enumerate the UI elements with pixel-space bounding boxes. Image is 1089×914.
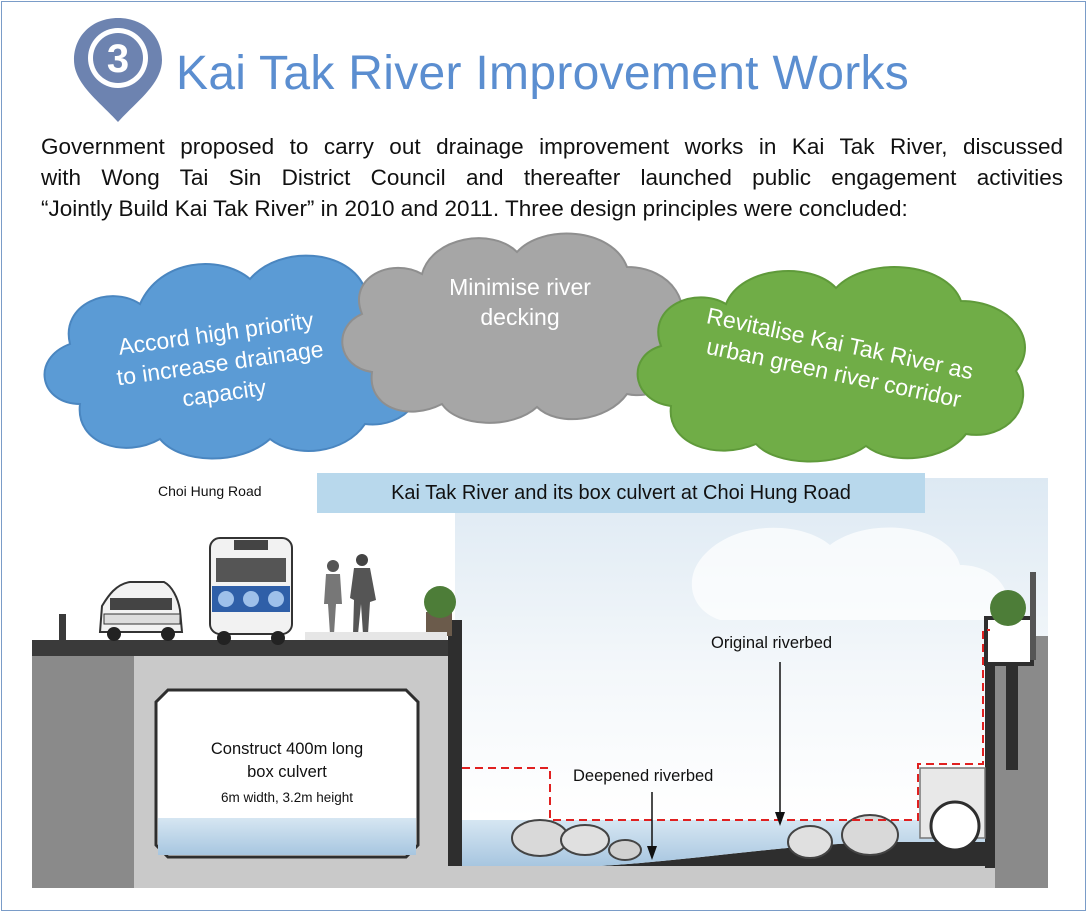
location-pin-icon: 3 [74, 18, 162, 122]
original-riverbed-line [462, 629, 990, 821]
principle-line: decking [480, 304, 560, 330]
drain-pipe [929, 800, 981, 852]
intro-line: with Wong Tai Sin District Council and t… [41, 165, 1063, 190]
sky-cloud-wisp [691, 527, 1008, 620]
road-surface [32, 640, 456, 656]
road-label: Choi Hung Road [158, 483, 262, 499]
shrub-right [990, 590, 1026, 626]
car-icon [98, 581, 184, 641]
step-number: 3 [107, 37, 129, 81]
channel-bottom [448, 866, 1048, 888]
rock [841, 814, 899, 856]
road-curb [59, 614, 66, 642]
rock [560, 824, 610, 856]
embankment-left [32, 656, 134, 888]
sidewalk [305, 632, 447, 640]
arrow-head [775, 812, 785, 826]
channel-wall-left [448, 620, 462, 866]
culvert-title-line: box culvert [247, 763, 327, 781]
pedestrians-icon [324, 554, 376, 634]
deepened-riverbed-label: Deepened riverbed [573, 767, 714, 785]
arrow-head [647, 846, 657, 860]
rock [608, 839, 642, 861]
right-embankment [995, 636, 1048, 888]
culvert-water [158, 818, 416, 855]
bus-icon [209, 537, 293, 645]
shrub-left [424, 586, 456, 618]
intro-line: Government proposed to carry out drainag… [41, 134, 1063, 159]
intro-line: “Jointly Build Kai Tak River” in 2010 an… [41, 196, 908, 221]
intro-paragraph: Government proposed to carry out drainag… [41, 131, 1063, 224]
rock [511, 819, 569, 857]
box-culvert [154, 688, 420, 859]
principle-text-decking: Minimise river decking [410, 272, 630, 332]
section-caption: Kai Tak River and its box culvert at Cho… [317, 473, 925, 513]
culvert-title-line: Construct 400m long [210, 740, 364, 758]
light-pole [1030, 572, 1036, 660]
principle-line: Minimise river [449, 274, 591, 300]
principle-cloud-decking [341, 232, 683, 424]
channel-wall-right [985, 618, 995, 868]
page-title: Kai Tak River Improvement Works [176, 47, 910, 100]
rock [787, 825, 833, 859]
original-riverbed-label: Original riverbed [711, 634, 833, 652]
culvert-label: Construct 400m long box culvert 6m width… [160, 738, 414, 812]
principle-cloud-green-corridor [636, 266, 1026, 463]
right-pillar [1006, 664, 1018, 770]
culvert-dimensions: 6m width, 3.2m height [220, 790, 354, 805]
